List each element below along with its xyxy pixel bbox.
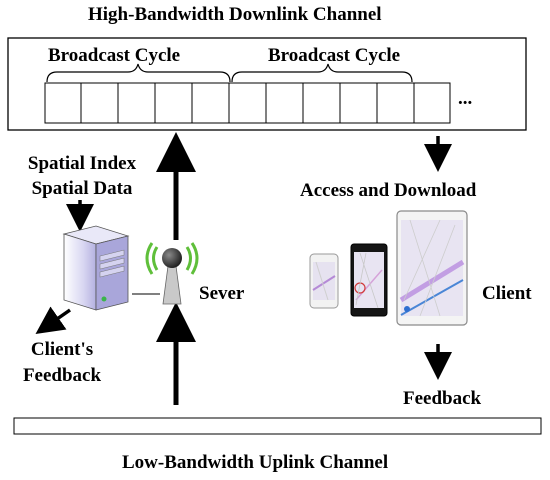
tablet-icon	[396, 210, 468, 326]
broadcast-cells	[44, 82, 451, 124]
wireless-antenna-icon	[145, 242, 199, 305]
feedback-label: Feedback	[403, 388, 482, 409]
broadcast-cycle-brace-1	[46, 63, 231, 83]
downlink-channel-title: High-Bandwidth Downlink Channel	[88, 4, 382, 25]
broadcast-cycle-label-2: Broadcast Cycle	[268, 45, 401, 66]
server-label: Sever	[199, 283, 245, 304]
spatial-index-label: Spatial Index	[27, 153, 137, 174]
clients-feedback-label-line2: Feedback	[22, 365, 102, 386]
ellipsis-label: ...	[458, 88, 473, 109]
spatial-data-label: Spatial Data	[31, 178, 133, 199]
client-label: Client	[482, 283, 532, 304]
clients-feedback-label-line1: Client's	[30, 339, 94, 360]
client-feedback-arrow	[35, 306, 71, 334]
server-tower-icon	[62, 225, 130, 311]
uplink-channel-bar	[13, 417, 542, 435]
broadcast-cycle-label-1: Broadcast Cycle	[48, 45, 181, 66]
smartphone-small-icon	[309, 253, 339, 309]
smartphone-icon	[350, 243, 388, 317]
access-download-label: Access and Download	[300, 180, 477, 201]
broadcast-cycle-brace-2	[231, 63, 413, 83]
uplink-channel-title: Low-Bandwidth Uplink Channel	[122, 452, 389, 473]
